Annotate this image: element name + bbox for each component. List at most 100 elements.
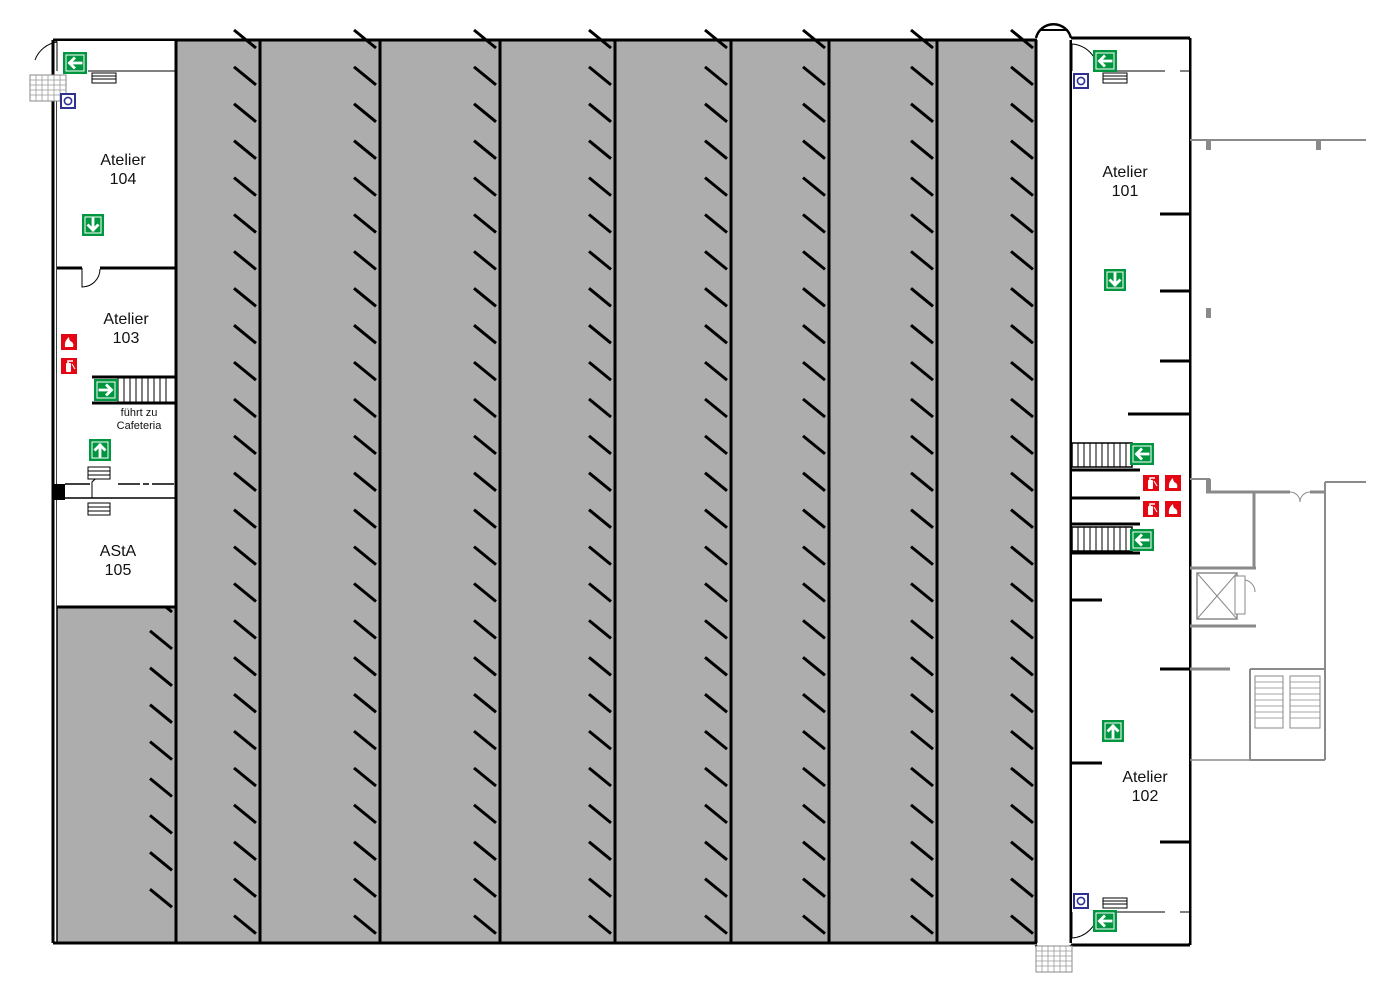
parking-stall-line xyxy=(802,693,826,714)
parking-stall-line xyxy=(704,176,728,197)
parking-stall-line xyxy=(910,545,934,566)
parking-stall-line xyxy=(910,582,934,603)
parking-stall-line xyxy=(353,840,377,861)
parking-stall-line xyxy=(473,766,497,788)
parking-stall-line xyxy=(353,434,377,456)
entrance-stair-grid xyxy=(1035,945,1073,973)
parking-stall-line xyxy=(910,139,934,160)
fire-alarm-icon xyxy=(61,334,77,350)
parking-stall-line xyxy=(910,693,934,714)
parking-stall-line xyxy=(353,176,377,197)
parking-stall-line xyxy=(473,582,497,603)
parking-stall-line xyxy=(1010,619,1034,640)
parking-stall-line xyxy=(1010,287,1034,308)
parking-stall-line xyxy=(588,877,612,898)
parking-stall-line xyxy=(353,656,377,677)
parking-stall-line xyxy=(910,397,934,419)
parking-stall-line xyxy=(588,324,612,345)
parking-stall-line xyxy=(473,693,497,714)
room-label-atelier-103: Atelier 103 xyxy=(86,310,166,348)
parking-stall-line xyxy=(233,803,257,825)
parking-stall-line xyxy=(910,619,934,640)
room-number: 102 xyxy=(1131,788,1159,805)
room-number: 103 xyxy=(112,330,140,347)
parking-stall-line xyxy=(1010,766,1034,788)
parking-stall-line xyxy=(233,877,257,898)
parking-stall-line xyxy=(353,250,377,271)
parking-stall-line xyxy=(233,693,257,714)
parking-stall-line xyxy=(1010,360,1034,382)
parking-stall-line xyxy=(588,471,612,492)
parking-stall-line xyxy=(353,766,377,788)
parking-stall-line xyxy=(802,250,826,271)
room-number: 105 xyxy=(104,562,132,579)
parking-stall-line xyxy=(353,877,377,898)
parking-stall-line xyxy=(588,619,612,640)
room-label-atelier-102: Atelier 102 xyxy=(1105,768,1185,806)
parking-stall-line xyxy=(1010,139,1034,160)
parking-stall-line xyxy=(802,176,826,197)
emergency-exit-arrow-icon xyxy=(92,377,120,403)
parking-stall-line xyxy=(353,397,377,419)
room-number: 101 xyxy=(1111,183,1139,200)
parking-stall-line xyxy=(910,656,934,677)
parking-stall-line xyxy=(149,851,173,872)
parking-stall-line xyxy=(233,508,257,529)
parking-stall-line xyxy=(588,766,612,788)
parking-stall-line xyxy=(704,766,728,788)
parking-stall-line xyxy=(149,740,173,761)
emergency-exit-arrow-icon xyxy=(87,437,113,463)
parking-stall-line xyxy=(910,65,934,87)
parking-stall-line xyxy=(588,176,612,197)
parking-stall-line xyxy=(233,176,257,197)
parking-stall-line xyxy=(1010,213,1034,234)
parking-stall-line xyxy=(704,250,728,271)
adjacent-building xyxy=(1190,139,1366,761)
parking-stall-line xyxy=(233,840,257,861)
parking-area xyxy=(57,41,1037,942)
parking-stall-line xyxy=(149,814,173,835)
parking-stall-line xyxy=(704,803,728,825)
parking-stall-line xyxy=(704,360,728,382)
parking-stall-line xyxy=(353,508,377,529)
parking-stall-line xyxy=(233,434,257,456)
parking-lane-dividers xyxy=(174,41,939,942)
parking-stall-line xyxy=(473,65,497,87)
parking-stall-line xyxy=(910,471,934,492)
room-label-atelier-101: Atelier 101 xyxy=(1085,163,1165,201)
parking-stall-line xyxy=(910,803,934,825)
emergency-exit-arrow-icon xyxy=(1100,718,1126,744)
parking-stall-line xyxy=(353,65,377,87)
fire-alarm-icon xyxy=(1165,501,1181,517)
parking-stall-line xyxy=(1010,250,1034,271)
parking-stall-line xyxy=(910,176,934,197)
parking-stall-line xyxy=(704,877,728,898)
parking-stall-line xyxy=(704,693,728,714)
parking-stall-line xyxy=(473,545,497,566)
parking-stall-markings xyxy=(149,28,1034,935)
parking-stall-line xyxy=(149,629,173,651)
left-room-walls xyxy=(34,40,178,609)
parking-stall-line xyxy=(473,176,497,197)
parking-stall-line xyxy=(233,545,257,566)
parking-stall-line xyxy=(1010,693,1034,714)
parking-stall-line xyxy=(353,213,377,234)
parking-stall-line xyxy=(1010,324,1034,345)
parking-stall-line xyxy=(802,766,826,788)
parking-stall-line xyxy=(704,545,728,566)
parking-stall-line xyxy=(473,287,497,308)
parking-stall-line xyxy=(473,471,497,492)
parking-stall-line xyxy=(473,102,497,123)
parking-stall-line xyxy=(1010,545,1034,566)
parking-stall-line xyxy=(704,65,728,87)
parking-stall-line xyxy=(149,703,173,724)
parking-stall-line xyxy=(704,139,728,160)
room-name: Atelier xyxy=(103,311,149,328)
parking-stall-line xyxy=(473,324,497,345)
parking-stall-line xyxy=(233,250,257,271)
parking-stall-line xyxy=(910,508,934,529)
parking-stall-line xyxy=(588,213,612,234)
parking-stall-line xyxy=(1010,914,1034,935)
parking-stall-line xyxy=(802,803,826,825)
parking-stall-line xyxy=(353,471,377,492)
